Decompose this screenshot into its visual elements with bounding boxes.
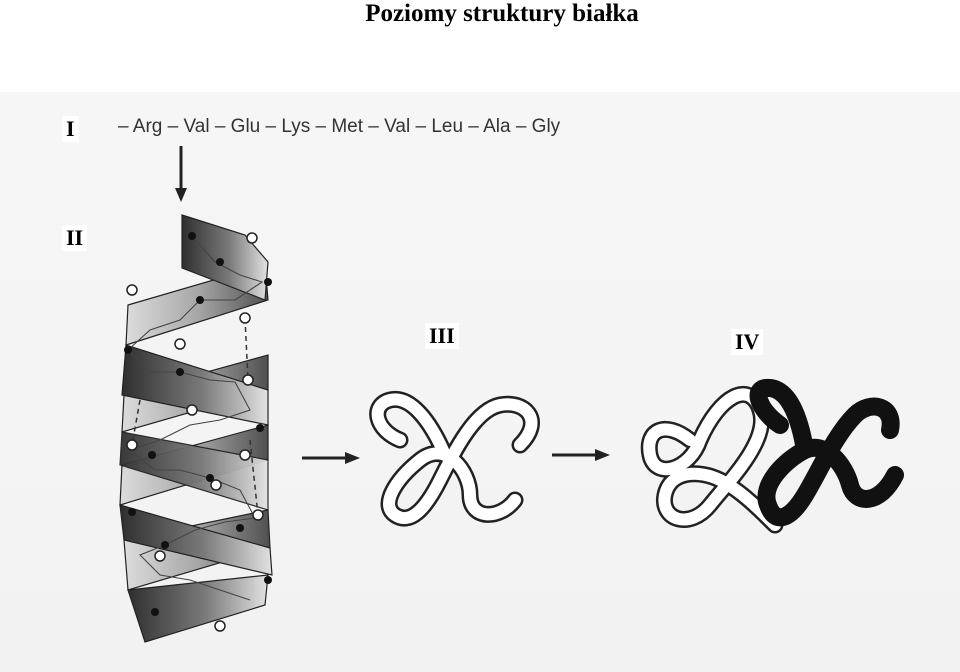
amino-acid-sequence: – Arg – Val – Glu – Lys – Met – Val – Le… bbox=[118, 116, 561, 137]
level-label-tertiary: III bbox=[425, 323, 459, 349]
level-label-quaternary: IV bbox=[731, 329, 764, 355]
right-arrow-1 bbox=[302, 452, 360, 464]
page-title: Poziomy struktury białka bbox=[365, 0, 639, 27]
right-arrow-2 bbox=[552, 449, 610, 461]
alpha-helix bbox=[119, 214, 273, 643]
level-label-primary: I bbox=[62, 116, 79, 142]
tertiary-chain bbox=[369, 390, 540, 527]
quaternary-black-chain bbox=[749, 379, 904, 527]
down-arrow bbox=[175, 146, 187, 202]
level-label-secondary: II bbox=[62, 225, 88, 251]
